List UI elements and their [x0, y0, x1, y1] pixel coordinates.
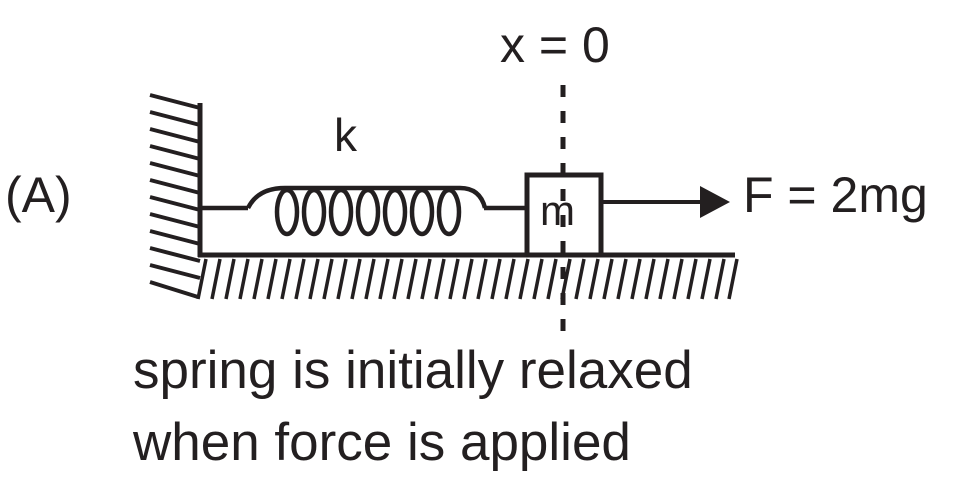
position-label: x = 0	[500, 17, 610, 73]
force-arrow	[603, 186, 730, 218]
mass-label: m	[540, 187, 575, 234]
floor-hatching	[196, 258, 739, 300]
force-label: F = 2mg	[743, 167, 928, 223]
spring	[200, 185, 527, 237]
spring-constant-label: k	[334, 109, 357, 161]
caption-line-2: when force is applied	[133, 413, 631, 472]
caption-line-1: spring is initially relaxed	[133, 341, 693, 400]
wall-hatching	[149, 93, 201, 299]
panel-label: (A)	[5, 167, 72, 223]
